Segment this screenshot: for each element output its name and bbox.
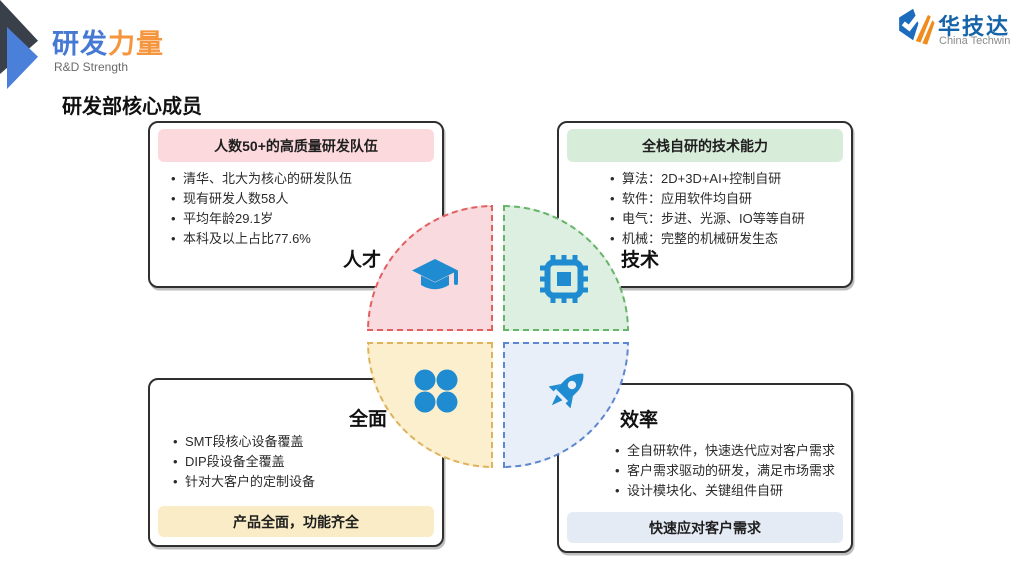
bullet-item: 全自研软件，快速迭代应对客户需求 <box>614 441 835 461</box>
rocket-icon <box>548 373 584 409</box>
page-title-part-blue: 研发 <box>52 29 108 59</box>
section-title: 研发部核心成员 <box>62 96 202 118</box>
efficiency-quadrant-label: 效率 <box>620 410 659 431</box>
talent-bullet-list: 清华、北大为核心的研发队伍 现有研发人数58人 平均年龄29.1岁 本科及以上占… <box>170 169 352 249</box>
company-name: 华技达 <box>938 14 1011 39</box>
comprehensive-card: 全面 SMT段核心设备覆盖 DIP段设备全覆盖 针对大客户的定制设备 产品全面，… <box>148 378 444 547</box>
comprehensive-card-footer: 产品全面，功能齐全 <box>158 506 434 537</box>
talent-quadrant-label: 人才 <box>343 250 382 271</box>
bullet-item: SMT段核心设备覆盖 <box>172 432 315 452</box>
bullet-item: 设计模块化、关键组件自研 <box>614 481 835 501</box>
efficiency-bullet-list: 全自研软件，快速迭代应对客户需求 客户需求驱动的研发，满足市场需求 设计模块化、… <box>614 441 835 501</box>
page-title-part-orange: 力量 <box>108 29 164 59</box>
comprehensive-quadrant-label: 全面 <box>349 409 388 430</box>
talent-card: 人数50+的高质量研发队伍 清华、北大为核心的研发队伍 现有研发人数58人 平均… <box>148 121 444 288</box>
comprehensive-bullet-list: SMT段核心设备覆盖 DIP段设备全覆盖 针对大客户的定制设备 <box>172 432 315 492</box>
cpu-chip-icon <box>540 255 588 303</box>
page-subtitle-english: R&D Strength <box>54 60 129 74</box>
talent-card-header: 人数50+的高质量研发队伍 <box>158 129 434 162</box>
clover-icon <box>414 369 458 413</box>
bullet-item: 软件：应用软件均自研 <box>609 189 805 209</box>
bullet-item: 现有研发人数58人 <box>170 189 352 209</box>
bullet-item: DIP段设备全覆盖 <box>172 452 315 472</box>
bullet-item: 客户需求驱动的研发，满足市场需求 <box>614 461 835 481</box>
technology-quadrant-label: 技术 <box>621 250 660 271</box>
bullet-item: 本科及以上占比77.6% <box>170 229 352 249</box>
bullet-item: 平均年龄29.1岁 <box>170 209 352 229</box>
efficiency-card-footer: 快速应对客户需求 <box>567 512 843 543</box>
technology-card-header: 全栈自研的技术能力 <box>567 129 843 162</box>
technology-bullet-list: 算法：2D+3D+AI+控制自研 软件：应用软件均自研 电气：步进、光源、IO等… <box>609 169 805 249</box>
company-tagline: China Techwin <box>939 35 1011 47</box>
bullet-item: 机械：完整的机械研发生态 <box>609 229 805 249</box>
bullet-item: 针对大客户的定制设备 <box>172 472 315 492</box>
bullet-item: 算法：2D+3D+AI+控制自研 <box>609 169 805 189</box>
company-logo-icon <box>899 8 935 45</box>
bullet-item: 清华、北大为核心的研发队伍 <box>170 169 352 189</box>
bullet-item: 电气：步进、光源、IO等等自研 <box>609 209 805 229</box>
page-title: 研发力量 <box>52 22 164 61</box>
graduation-cap-icon <box>412 259 458 290</box>
